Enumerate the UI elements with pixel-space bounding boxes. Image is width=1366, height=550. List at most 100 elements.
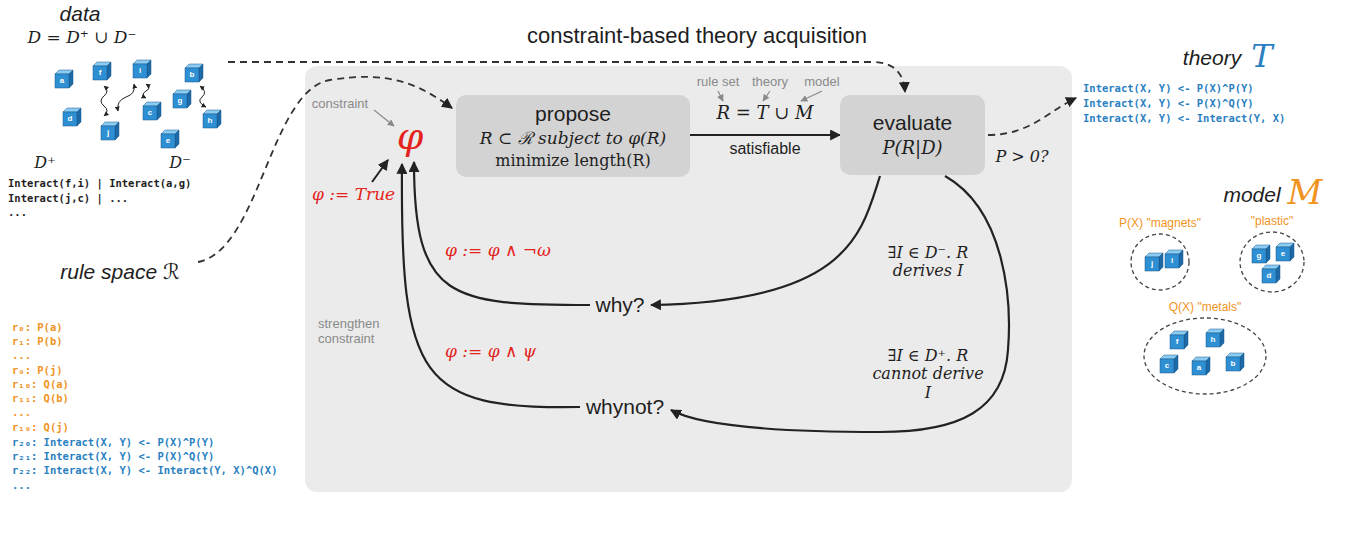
example-line: Interact(f,i) | Interact(a,g) (8, 177, 191, 189)
example-line: ... (8, 206, 27, 218)
rule-line: r₁₁: Q(b) (12, 392, 69, 404)
box-formula: R ⊂ ℛ subject to φ(R) (480, 129, 666, 149)
group-heading: P(X) "magnets" (1119, 217, 1201, 230)
rule-line: r₂₀: Interact(X, Y) <- P(X)^P(Y) (12, 436, 214, 448)
rule-line: ... (12, 479, 31, 491)
cube-letter: e (166, 136, 170, 145)
block-cube (1276, 243, 1294, 261)
condition-label: P > 0? (995, 148, 1048, 166)
cube-letter: g (1257, 252, 1262, 261)
loop-arrow (414, 162, 590, 305)
rule-line: ... (12, 406, 31, 418)
group-ellipse: "plastic"ged (1239, 231, 1305, 293)
condition-label: ∃I ∈ D⁺. R cannot derive I (869, 347, 987, 402)
cube-letter: h (208, 116, 213, 125)
group-ellipse-outline (1144, 318, 1266, 394)
block-cube (133, 60, 151, 78)
rule-line: r₂₁: Interact(X, Y) <- P(X)^Q(Y) (12, 450, 214, 462)
rule-line: ... (12, 349, 31, 361)
cube-letter: f (99, 68, 102, 77)
rule-line: r₀: P(a) (12, 321, 63, 333)
group-outline (1239, 231, 1305, 293)
cube-letter: b (190, 70, 195, 79)
process-box: proposeR ⊂ ℛ subject to φ(R)minimize len… (456, 95, 690, 177)
box-formula: P(R|D) (882, 138, 942, 159)
cube-letter: f (1176, 338, 1179, 347)
pointer-line (763, 91, 770, 101)
question-label: whynot? (586, 395, 664, 419)
cube-letter: i (139, 66, 141, 75)
rule-line: r₁₉: Q(j) (12, 421, 69, 433)
box-formula: minimize length(R) (495, 152, 650, 170)
loop-arrow (651, 176, 880, 305)
diagram-title: constraint-based theory acquisition (527, 23, 867, 48)
cube-letter: g (178, 96, 183, 105)
set-label: D⁺ (34, 154, 55, 172)
symbol-label: M (1288, 173, 1323, 212)
cube-letter: j (1151, 260, 1153, 269)
annotation: model (804, 75, 839, 90)
cube-layer (55, 60, 221, 148)
cube-letter: h (1211, 336, 1216, 345)
cube-letter: e (1281, 250, 1285, 259)
theory-rule: Interact(X, Y) <- P(X)^Q(Y) (1083, 97, 1254, 109)
block-cube (1192, 357, 1210, 375)
loop-arrow (402, 164, 580, 407)
block-cube (173, 90, 191, 108)
init-arrow (372, 160, 388, 182)
annotation: constraint (312, 97, 368, 112)
pointer-line (718, 91, 723, 101)
cube-letter: c (1165, 362, 1169, 371)
rule-line: r₁₀: Q(a) (12, 378, 69, 390)
block-cube (161, 130, 179, 148)
section-heading: rule space ℛ (60, 260, 179, 284)
group-outline (1130, 233, 1190, 291)
section-heading: theory (1183, 46, 1241, 70)
formula-label: R = T ∪ M (716, 103, 813, 124)
theory-rule: Interact(X, Y) <- Interact(Y, X) (1083, 112, 1285, 124)
formula-label: φ := φ ∧ ψ (445, 342, 536, 362)
section-heading: model (1223, 183, 1280, 207)
interaction-wiggle (101, 86, 107, 116)
block-cube (203, 110, 221, 128)
edge-label: satisfiable (726, 140, 803, 158)
interaction-wiggle (200, 86, 206, 107)
pointer-line (801, 91, 822, 101)
block-cube (63, 108, 81, 126)
formula-label: φ := True (312, 185, 395, 205)
block-cube (1160, 355, 1178, 373)
flow-arrow (690, 134, 840, 136)
block-cube (1252, 245, 1270, 263)
block-cube (1145, 253, 1163, 271)
annotation: theory (752, 75, 788, 90)
block-cube (143, 102, 161, 120)
block-cube (1206, 329, 1224, 347)
theory-rule: Interact(X, Y) <- P(X)^P(Y) (1083, 82, 1254, 94)
set-label: D⁻ (169, 154, 190, 172)
cube-letter: b (1231, 360, 1236, 369)
group-outline (1143, 317, 1267, 395)
group-ellipse-outline (1240, 232, 1304, 292)
output-arrow (988, 98, 1076, 135)
group-ellipse: Q(X) "metals"fhcab (1143, 317, 1267, 395)
annotation: strengthen constraint (318, 317, 390, 347)
cube-letter: d (1267, 272, 1272, 281)
group-heading: Q(X) "metals" (1169, 301, 1242, 314)
cube-letter: a (1197, 364, 1201, 373)
block-cube (185, 64, 203, 82)
process-box: evaluateP(R|D) (840, 95, 985, 175)
cube-letter: i (1171, 257, 1173, 266)
block-cube (1165, 250, 1183, 268)
block-cube (1226, 353, 1244, 371)
block-cube (93, 62, 111, 80)
interaction-wiggle (118, 84, 135, 111)
section-heading: data (60, 2, 101, 26)
pointer-line (374, 110, 394, 126)
interaction-wiggle (143, 84, 149, 98)
block-cube (1170, 331, 1188, 349)
loop-arrow (671, 176, 1009, 432)
rule-line: r₂₂: Interact(X, Y) <- Interact(Y, X)^Q(… (12, 464, 278, 476)
box-title: evaluate (873, 111, 952, 135)
set-formula: D = D⁺ ∪ D⁻ (28, 28, 137, 48)
